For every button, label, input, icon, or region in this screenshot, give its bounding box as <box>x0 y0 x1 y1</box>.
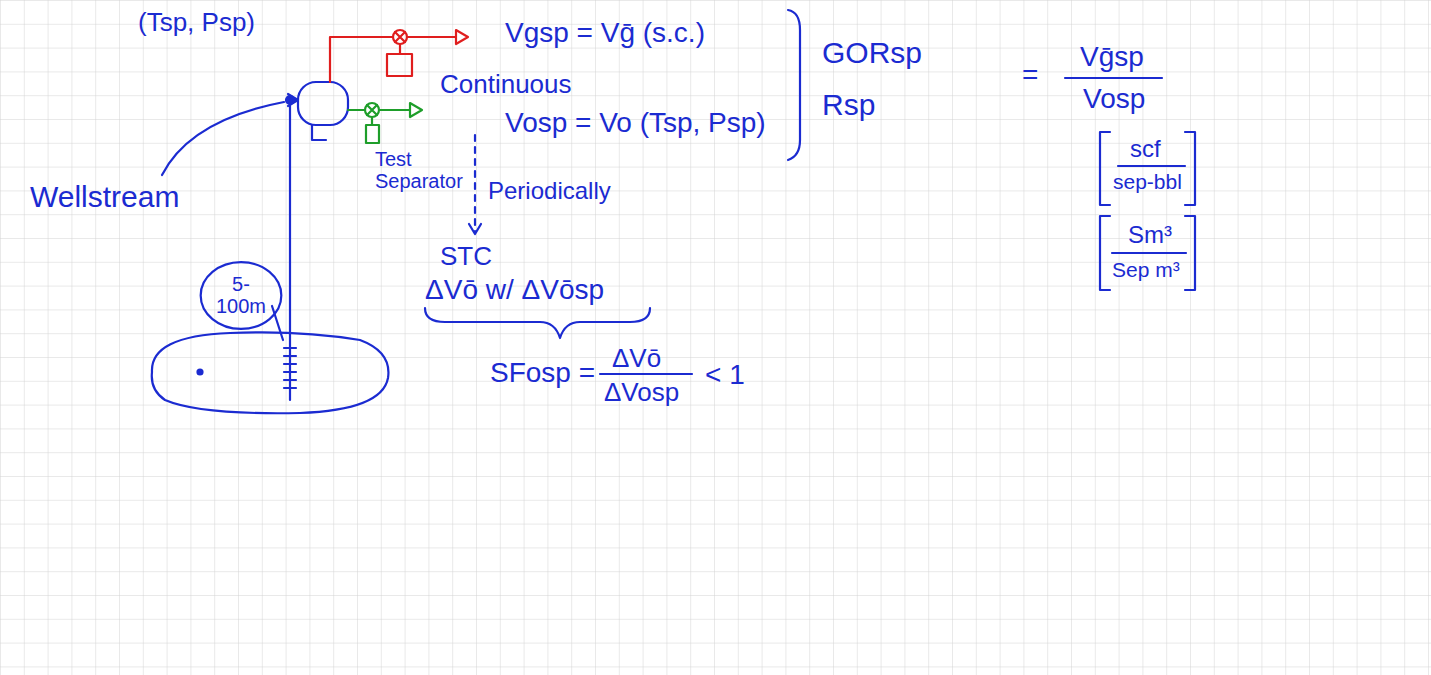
inequality: < 1 <box>705 360 745 391</box>
reservoir-dot <box>198 370 203 375</box>
part-name: Test Separator <box>375 148 470 192</box>
oil-meter <box>365 103 379 117</box>
symbol: GORsp <box>822 36 922 69</box>
node-outline <box>201 262 282 329</box>
separator-vessel <box>298 82 348 125</box>
unit-bracket <box>1100 216 1195 290</box>
dashed-arrow <box>474 135 476 232</box>
fraction-line <box>1118 165 1185 167</box>
numerator: Vḡsp <box>1080 42 1144 73</box>
bracket <box>788 10 800 160</box>
arrow-head <box>410 103 422 117</box>
numerator: ΔVō <box>612 344 661 373</box>
gas-meter <box>393 30 407 44</box>
arrow-head <box>469 224 481 234</box>
annotation: Periodically <box>488 178 611 204</box>
unit: Sep m³ <box>1112 258 1180 281</box>
perforations <box>284 348 296 388</box>
equation: ΔVō w/ ΔVōsp <box>425 275 604 306</box>
equation: Vgsp = Vḡ (s.c.) <box>505 18 705 49</box>
equation: SFosp = <box>490 358 595 389</box>
reservoir-outline <box>152 332 389 413</box>
unit: scf <box>1130 136 1161 162</box>
unit: Sm³ <box>1128 222 1172 248</box>
junction-dot <box>286 96 294 104</box>
callout-text: 5- 100m <box>215 273 267 317</box>
gas-meter <box>395 32 405 42</box>
denominator: ΔVosp <box>604 378 679 407</box>
leader-line <box>162 102 284 175</box>
oil-sampler <box>366 125 379 143</box>
annotation: Continuous <box>440 70 572 99</box>
fraction-line <box>1112 252 1186 254</box>
arrow-head <box>456 30 468 44</box>
symbol: Rsp <box>822 88 875 121</box>
part-name: Wellstream <box>30 180 179 213</box>
oil-line <box>371 117 373 125</box>
fraction-line <box>600 373 692 375</box>
callout-circle: 5- 100m <box>199 260 283 331</box>
oil-meter <box>367 105 377 115</box>
gas-sampler <box>387 54 412 76</box>
equals-sign: = <box>1022 60 1038 91</box>
unit: sep-bbl <box>1113 170 1182 193</box>
fraction-line <box>1065 77 1162 79</box>
node-text-holder: 5- 100m <box>215 273 267 317</box>
denominator: Vosp <box>1083 84 1145 115</box>
equation: Vosp = Vo (Tsp, Psp) <box>505 108 766 139</box>
annotation: STC <box>440 242 492 271</box>
gas-line <box>399 44 401 54</box>
separator-outlet <box>312 125 326 140</box>
unit-bracket <box>1100 132 1195 205</box>
brace <box>425 308 650 338</box>
gas-line <box>330 37 456 82</box>
annotation: (Tsp, Psp) <box>138 8 255 37</box>
